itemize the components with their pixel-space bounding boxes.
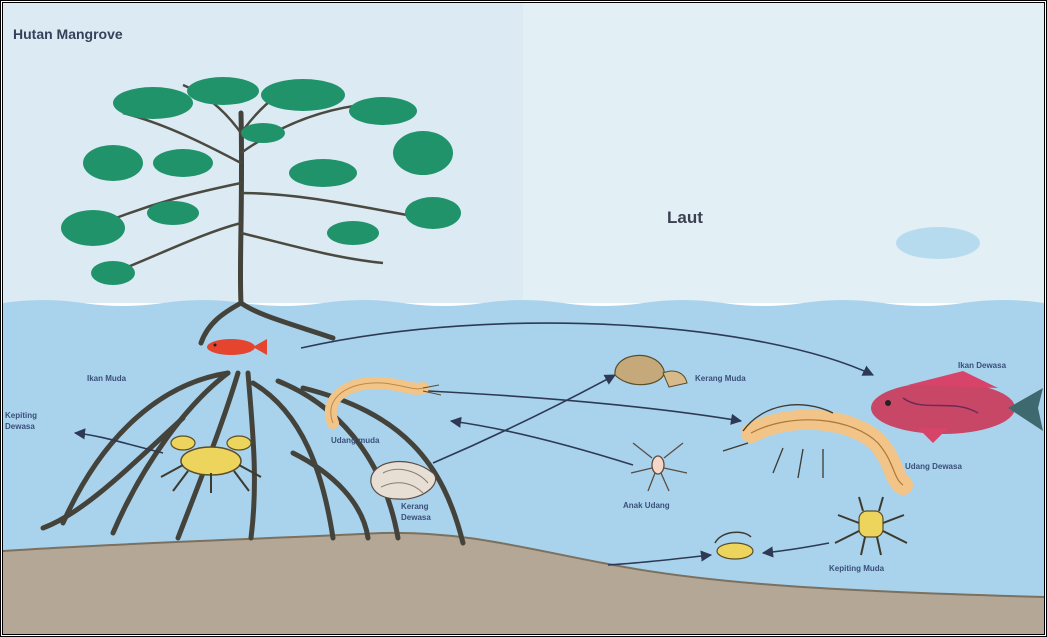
diagram-title: Hutan Mangrove — [13, 26, 123, 42]
label-kerang-muda: Kerang Muda — [695, 374, 746, 383]
label-ikan-muda: Ikan Muda — [87, 374, 127, 383]
label-kepiting-dewasa-line2: Dewasa — [5, 422, 35, 431]
label-kepiting-dewasa-line1: Kepiting — [5, 411, 37, 420]
cloud-icon — [896, 227, 980, 259]
label-anak-udang: Anak Udang — [623, 501, 670, 510]
label-udang-muda: Udang muda — [331, 436, 380, 445]
label-kerang-dewasa-line2: Dewasa — [401, 513, 431, 522]
label-udang-dewasa: Udang Dewasa — [905, 462, 962, 471]
label-kepiting-muda: Kepiting Muda — [829, 564, 885, 573]
mangrove-diagram: Hutan Mangrove Laut Ikan Muda Ikan Dewas… — [3, 3, 1044, 634]
sea-label: Laut — [667, 208, 703, 227]
label-kerang-dewasa-line1: Kerang — [401, 502, 429, 511]
label-ikan-dewasa: Ikan Dewasa — [958, 361, 1007, 370]
